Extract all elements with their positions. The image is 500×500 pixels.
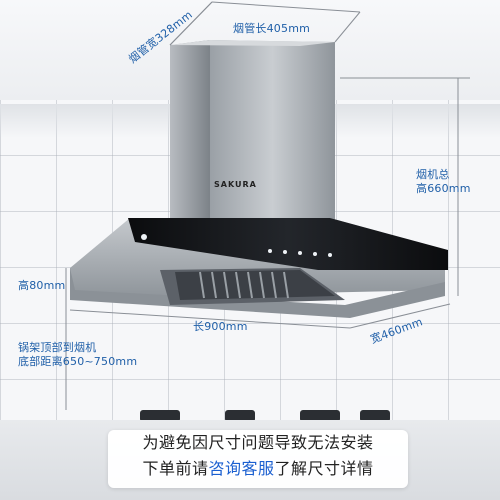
- flue-length-label: 烟管长405mm: [233, 22, 311, 35]
- install-distance-label-line2: 底部距离650~750mm: [18, 355, 138, 368]
- total-height-label-line1: 烟机总: [416, 168, 450, 181]
- notice-line1: 为避免因尺寸问题导致无法安装: [142, 433, 374, 452]
- install-distance-label-line1: 锅架顶部到烟机: [18, 341, 97, 354]
- size-notice-box: 为避免因尺寸问题导致无法安装 下单前请咨询客服了解尺寸详情: [108, 430, 408, 488]
- brand-logo: SAKURA: [214, 180, 257, 189]
- notice-line2-post: 了解尺寸详情: [274, 459, 374, 478]
- total-height-label-line2: 高660mm: [416, 182, 471, 195]
- contact-service-link[interactable]: 咨询客服: [208, 459, 275, 478]
- hood-height-label: 高80mm: [18, 279, 66, 292]
- notice-line2: 下单前请咨询客服了解尺寸详情: [108, 456, 408, 482]
- notice-line2-pre: 下单前请: [142, 459, 209, 478]
- length-label: 长900mm: [193, 320, 248, 333]
